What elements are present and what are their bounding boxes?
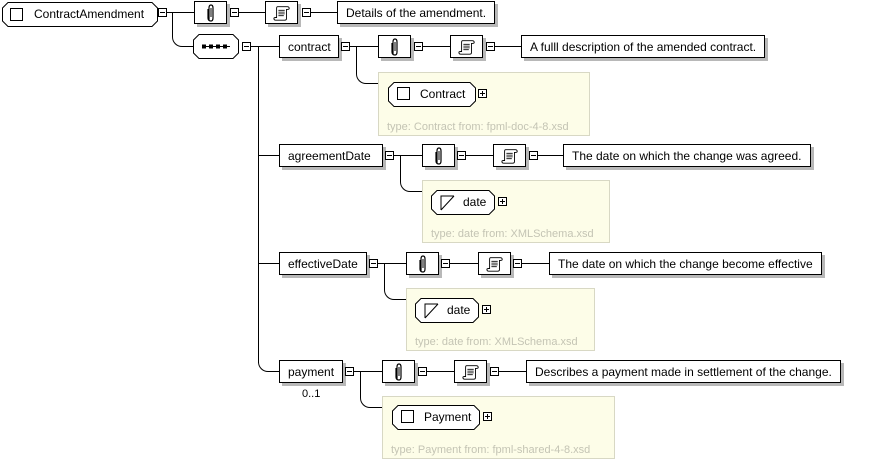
type-shape — [415, 298, 479, 323]
annotation-node[interactable] — [406, 252, 439, 275]
collapse-toggle[interactable] — [529, 151, 538, 160]
annotation-node[interactable] — [382, 360, 415, 383]
scroll-icon — [462, 363, 480, 381]
paperclip-icon — [205, 3, 217, 23]
collapse-toggle[interactable] — [441, 259, 450, 268]
documentation-text: The date on which the change become effe… — [549, 252, 822, 275]
documentation-node[interactable] — [265, 1, 298, 24]
type-shape — [392, 405, 480, 430]
type-label: Contract — [420, 87, 466, 101]
complex-type-icon — [397, 87, 410, 100]
type-shape — [388, 82, 476, 107]
type-date[interactable]: date — [415, 298, 479, 323]
annotation-node[interactable] — [422, 144, 455, 167]
complex-type-icon — [10, 8, 23, 21]
paperclip-icon — [433, 146, 445, 166]
documentation-text: The date on which the change was agreed. — [563, 144, 811, 167]
documentation-node[interactable] — [478, 252, 511, 275]
simple-type-icon — [424, 303, 438, 317]
type-payment[interactable]: Payment — [392, 405, 480, 430]
documentation-text: Describes a payment made in settlement o… — [526, 360, 841, 383]
type-shape — [431, 190, 495, 215]
simple-type-icon — [440, 195, 454, 209]
sequence-compositor-shape — [193, 34, 239, 59]
expand-toggle[interactable] — [483, 412, 492, 421]
type-label: date — [447, 303, 471, 317]
paperclip-icon — [389, 37, 401, 57]
collapse-toggle[interactable] — [345, 367, 354, 376]
expand-toggle[interactable] — [498, 197, 507, 206]
documentation-text: Details of the amendment. — [337, 1, 496, 24]
documentation-node[interactable] — [450, 35, 483, 58]
documentation-text: A fulll description of the amended contr… — [521, 35, 766, 58]
scroll-icon — [273, 4, 291, 22]
type-info: type: Payment from: fpml-shared-4-8.xsd — [391, 444, 591, 456]
collapse-toggle[interactable] — [158, 8, 167, 17]
root-element-label: ContractAmendment — [34, 7, 145, 21]
element-agreementDate[interactable]: agreementDate — [279, 144, 383, 167]
collapse-toggle[interactable] — [341, 42, 350, 51]
collapse-toggle[interactable] — [414, 42, 423, 51]
collapse-toggle[interactable] — [457, 151, 466, 160]
annotation-node[interactable] — [378, 35, 411, 58]
complex-type-icon — [401, 410, 414, 423]
collapse-toggle[interactable] — [302, 8, 311, 17]
expand-toggle[interactable] — [478, 89, 487, 98]
type-label: date — [463, 195, 487, 209]
element-contract[interactable]: contract — [279, 35, 339, 58]
collapse-toggle[interactable] — [490, 367, 499, 376]
scroll-icon — [501, 147, 519, 165]
type-label: Payment — [424, 410, 472, 424]
documentation-node[interactable] — [493, 144, 526, 167]
type-contract[interactable]: Contract — [388, 82, 476, 107]
documentation-node[interactable] — [454, 360, 487, 383]
element-effectiveDate[interactable]: effectiveDate — [279, 252, 367, 275]
collapse-toggle[interactable] — [242, 42, 251, 51]
scroll-icon — [458, 38, 476, 56]
root-element[interactable]: ContractAmendment — [2, 2, 158, 27]
collapse-toggle[interactable] — [513, 259, 522, 268]
scroll-icon — [486, 255, 504, 273]
root-element-shape — [2, 2, 158, 27]
collapse-toggle[interactable] — [369, 259, 378, 268]
collapse-toggle[interactable] — [385, 151, 394, 160]
type-info: type: date from: XMLSchema.xsd — [431, 228, 594, 240]
collapse-toggle[interactable] — [418, 367, 427, 376]
sequence-icon[interactable] — [193, 34, 239, 59]
element-payment[interactable]: payment — [279, 360, 343, 383]
annotation-node[interactable] — [194, 1, 227, 24]
paperclip-icon — [393, 362, 405, 382]
expand-toggle[interactable] — [482, 305, 491, 314]
paperclip-icon — [417, 254, 429, 274]
occurrence-label: 0..1 — [302, 388, 321, 400]
type-panel: type: Contract from: fpml-doc-4-8.xsd — [378, 72, 590, 136]
type-info: type: Contract from: fpml-doc-4-8.xsd — [387, 121, 569, 133]
collapse-toggle[interactable] — [486, 42, 495, 51]
type-date[interactable]: date — [431, 190, 495, 215]
collapse-toggle[interactable] — [230, 8, 239, 17]
type-info: type: date from: XMLSchema.xsd — [415, 336, 578, 348]
